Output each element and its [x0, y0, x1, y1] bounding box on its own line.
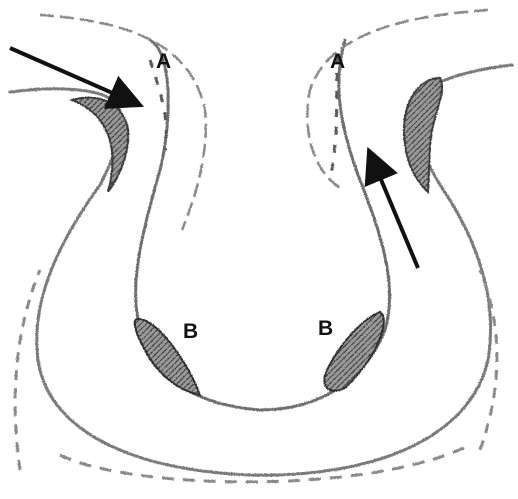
label-a-right: A: [330, 50, 345, 73]
outer-dashed-layer: [15, 270, 40, 470]
right-crescent: [404, 78, 442, 192]
right-arrow: [372, 158, 418, 268]
right-a-dashed: [330, 55, 338, 180]
label-a-left: A: [156, 50, 171, 73]
left-a-dashed: [150, 60, 166, 150]
left-arrow: [10, 48, 133, 102]
left-crescent: [72, 98, 128, 192]
right-b-shade: [324, 312, 384, 391]
label-b-left: B: [183, 320, 198, 343]
label-b-right: B: [318, 317, 333, 340]
outer-boundary: [10, 65, 512, 475]
right-channel-wall: [307, 10, 488, 190]
